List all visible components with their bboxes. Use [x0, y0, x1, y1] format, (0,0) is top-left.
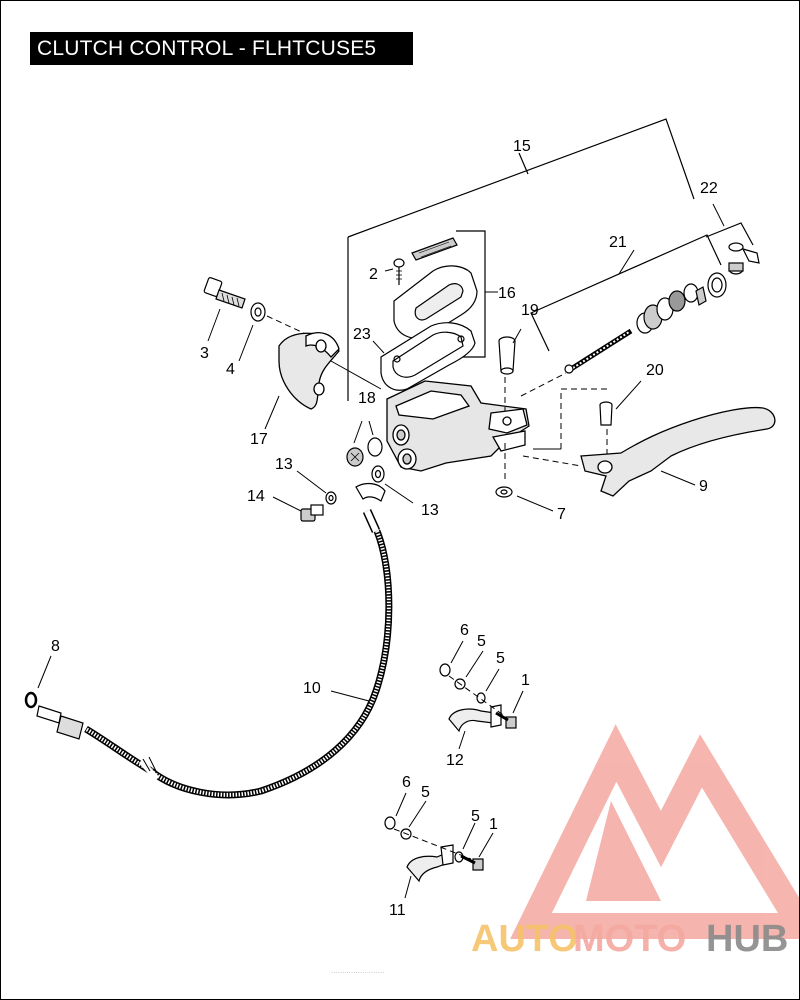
callout-20: 20: [646, 362, 664, 379]
part-6-nut-lower: [384, 816, 396, 830]
part-15-master-cylinder: [386, 380, 530, 472]
callout-21: 21: [609, 234, 627, 251]
callout-12: 12: [446, 752, 464, 769]
part-17-clamp: [278, 332, 340, 410]
callout-14: 14: [247, 488, 265, 505]
callout-3: 3: [200, 345, 209, 362]
callout-13-lower: 13: [421, 502, 439, 519]
callout-6-upper: 6: [460, 622, 469, 639]
callout-5-upper-a: 5: [477, 633, 486, 650]
callout-10: 10: [303, 680, 321, 697]
callout-5-lower-a: 5: [421, 784, 430, 801]
footer-note: ........................: [331, 966, 384, 975]
part-23-gasket: [380, 322, 476, 391]
bracket-22: [705, 222, 754, 246]
callout-19: 19: [521, 302, 539, 319]
watermark-text-moto: MOTO: [573, 918, 686, 960]
part-22-pushrod-end: [728, 242, 760, 275]
part-1-screw-upper: [495, 711, 517, 729]
part-8-o-ring: [24, 691, 38, 709]
part-19-pin: [498, 336, 516, 375]
part-13-washer-upper: [371, 465, 385, 483]
callout-4: 4: [226, 361, 235, 378]
watermark-wordmark: AUTO MOTO HUB: [471, 918, 788, 960]
callout-15: 15: [513, 138, 531, 155]
part-18-banjo-bolt: [346, 437, 383, 467]
hose-end-fitting: [36, 705, 84, 740]
callout-13-upper: 13: [275, 456, 293, 473]
part-11-hose-clamp: [406, 844, 454, 883]
callout-16: 16: [498, 285, 516, 302]
callout-1-upper: 1: [521, 672, 530, 689]
callout-9: 9: [699, 478, 708, 495]
part-9-clutch-lever: [580, 406, 776, 497]
bracket-16: [456, 230, 486, 358]
callout-18: 18: [358, 390, 376, 407]
part-14-bolt: [300, 504, 324, 522]
part-4-washer: [250, 302, 266, 322]
part-20-pivot-pin: [599, 401, 613, 426]
callout-8: 8: [51, 638, 60, 655]
diagram-title: CLUTCH CONTROL - FLHTCUSE5: [30, 32, 413, 65]
part-10-clutch-hose: [84, 482, 393, 799]
callout-1-lower: 1: [489, 816, 498, 833]
callout-7: 7: [557, 506, 566, 523]
callout-11: 11: [389, 902, 406, 919]
part-16-cover: [393, 237, 478, 339]
part-7-clip: [495, 486, 513, 498]
part-21-piston-assembly: [564, 272, 727, 374]
callout-2: 2: [369, 266, 378, 283]
watermark-text-hub: HUB: [706, 918, 788, 960]
part-6-nut-upper: [439, 663, 451, 677]
part-1-screw-lower: [460, 854, 484, 871]
part-3-bolt: [203, 277, 246, 309]
callout-5-lower-b: 5: [471, 808, 480, 825]
part-2-screw: [393, 258, 405, 285]
callout-23: 23: [353, 326, 371, 343]
callout-22: 22: [700, 180, 718, 197]
part-13-washer-lower: [325, 491, 337, 505]
watermark-text-auto: AUTO: [471, 918, 578, 960]
callout-17: 17: [250, 431, 268, 448]
bracket-15: [347, 118, 695, 401]
part-12-hose-clamp: [448, 704, 502, 733]
callout-5-upper-b: 5: [496, 650, 505, 667]
watermark-logo: [510, 724, 799, 939]
callout-6-lower: 6: [402, 774, 411, 791]
